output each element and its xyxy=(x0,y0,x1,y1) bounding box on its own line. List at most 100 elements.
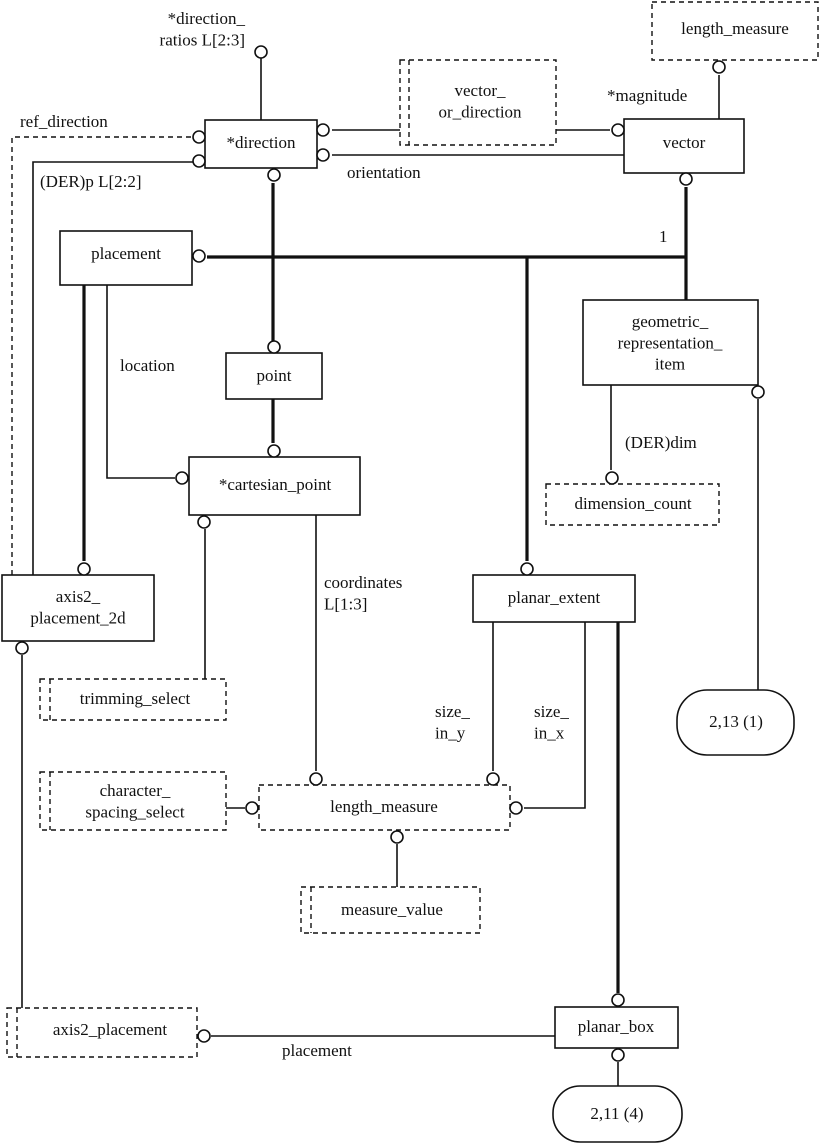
circle-measure-value xyxy=(390,830,404,844)
text-line: spacing_select xyxy=(85,802,184,821)
node-label: geometric_ representation_item xyxy=(618,312,723,374)
label-one: 1 xyxy=(659,227,668,246)
text-line: geometric_ xyxy=(632,312,709,331)
node-planar-box[interactable]: planar_box xyxy=(554,1006,679,1049)
node-label: length_measure xyxy=(330,797,438,816)
circle-ref-2-11 xyxy=(611,1048,625,1062)
circle-placement-attr xyxy=(197,1029,211,1043)
circle-dimension-count xyxy=(605,471,619,485)
attribute-labels: *direction_ratios L[2:3] ref_direction (… xyxy=(20,9,697,1060)
circle-ref-direction xyxy=(192,130,206,144)
node-label: length_measure xyxy=(681,19,789,38)
text-line: *direction_ xyxy=(168,9,246,28)
node-label: placement xyxy=(91,244,161,263)
text-line: representation_ xyxy=(618,333,723,352)
node-trimming-select[interactable]: trimming_select xyxy=(39,678,227,721)
label-direction-ratios: *direction_ratios L[2:3] xyxy=(160,9,246,49)
label-size-in-y: size_in_y xyxy=(435,702,470,742)
node-label: measure_value xyxy=(341,900,443,919)
label-der-p: (DER)p L[2:2] xyxy=(40,172,142,191)
text-line: coordinates xyxy=(324,573,402,592)
node-label: vector xyxy=(663,133,706,152)
node-point[interactable]: point xyxy=(225,352,323,400)
edge-ref-direction xyxy=(11,136,197,575)
node-page-ref-2-11[interactable]: 2,11 (4) xyxy=(552,1085,683,1143)
circle-cartesian-point-subtype xyxy=(267,444,281,458)
circle-ref-2-13 xyxy=(751,385,765,399)
node-label: vector_ or_direction xyxy=(438,81,522,121)
circle-size-in-x xyxy=(509,801,523,815)
node-label: *direction xyxy=(227,133,296,152)
circle-coordinates xyxy=(309,772,323,786)
node-label: 2,11 (4) xyxy=(590,1104,643,1123)
node-label: axis2_placement xyxy=(53,1020,168,1039)
text-line: axis2_ xyxy=(56,587,101,606)
node-vector[interactable]: vector xyxy=(623,118,745,174)
node-label: axis2_ placement_2d xyxy=(30,587,126,627)
circle-vector-select xyxy=(611,123,625,137)
node-length-measure-top[interactable]: length_measure xyxy=(651,1,819,61)
circle-direction-select xyxy=(316,123,330,137)
text-line: ratios L[2:3] xyxy=(160,30,245,49)
node-axis2-placement-2d[interactable]: axis2_ placement_2d xyxy=(1,574,155,642)
node-label: character_spacing_select xyxy=(85,781,184,821)
node-planar-extent[interactable]: planar_extent xyxy=(472,574,636,623)
label-der-dim: (DER)dim xyxy=(625,433,697,452)
label-placement-attr: placement xyxy=(282,1041,352,1060)
node-label: planar_box xyxy=(578,1017,655,1036)
circle-planar-extent-subtype xyxy=(520,562,534,576)
circle-magnitude xyxy=(712,60,726,74)
edge-der-p xyxy=(32,161,197,575)
text-line: L[1:3] xyxy=(324,594,367,613)
node-cartesian-point[interactable]: *cartesian_point xyxy=(188,456,361,516)
label-location: location xyxy=(120,356,175,375)
node-geometric-representation-item[interactable]: geometric_ representation_item xyxy=(582,299,759,386)
edge-location xyxy=(106,285,175,479)
node-dimension-count[interactable]: dimension_count xyxy=(545,483,720,526)
text-line: item xyxy=(655,355,685,374)
node-label: 2,13 (1) xyxy=(709,712,763,731)
label-size-in-x: size_ in_x xyxy=(534,702,569,742)
node-axis2-placement[interactable]: axis2_placement xyxy=(6,1007,198,1058)
node-label: point xyxy=(257,366,292,385)
relationship-circles xyxy=(15,45,765,1062)
node-page-ref-2-13[interactable]: 2,13 (1) xyxy=(676,689,795,756)
text-line: placement_2d xyxy=(30,608,126,627)
node-measure-value[interactable]: measure_value xyxy=(300,886,481,934)
circle-direction-subtype xyxy=(267,168,281,182)
circle-trimming-select xyxy=(197,515,211,529)
node-placement[interactable]: placement xyxy=(59,230,193,286)
text-line: or_direction xyxy=(438,102,522,121)
circle-orientation xyxy=(316,148,330,162)
circle-size-in-y xyxy=(486,772,500,786)
node-label: dimension_count xyxy=(574,494,691,513)
circle-character-spacing xyxy=(245,801,259,815)
circle-point-subtype xyxy=(267,340,281,354)
node-vector-or-direction[interactable]: vector_ or_direction xyxy=(399,59,557,146)
circle-vector-subtype xyxy=(679,172,693,186)
node-length-measure-mid[interactable]: length_measure xyxy=(258,784,511,831)
text-line: size_ xyxy=(534,702,569,721)
circle-axis2-placement-select xyxy=(15,641,29,655)
circle-direction-ratios xyxy=(254,45,268,59)
text-line: vector_ xyxy=(455,81,506,100)
label-magnitude: *magnitude xyxy=(607,86,687,105)
text-line: in_y xyxy=(435,723,466,742)
node-label: planar_extent xyxy=(508,588,601,607)
edges xyxy=(11,58,759,1086)
circle-axis2-placement-2d-subtype xyxy=(77,562,91,576)
label-orientation: orientation xyxy=(347,163,421,182)
label-ref-direction: ref_direction xyxy=(20,112,108,131)
node-label: *cartesian_point xyxy=(219,475,332,494)
node-character-spacing-select[interactable]: character_spacing_select xyxy=(39,771,227,831)
circle-der-p xyxy=(192,154,206,168)
node-label: trimming_select xyxy=(80,689,191,708)
edge-size-in-x xyxy=(524,622,586,809)
node-direction[interactable]: *direction xyxy=(204,119,318,169)
circle-planar-box-subtype xyxy=(611,993,625,1007)
circle-placement-subtype xyxy=(192,249,206,263)
text-line: in_x xyxy=(534,723,565,742)
